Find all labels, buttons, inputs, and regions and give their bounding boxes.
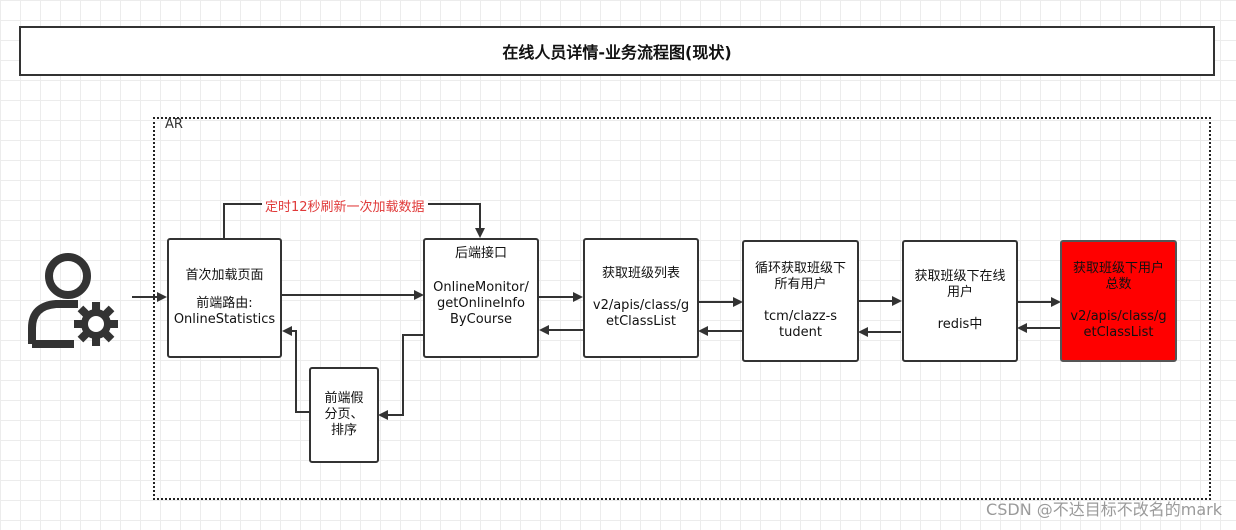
- ar-frame-label: AR: [165, 117, 183, 132]
- box-user-total-title: 获取班级下用户总数: [1072, 261, 1164, 292]
- box-class-list-title: 获取班级列表: [601, 266, 680, 281]
- ar-boundary-frame: [153, 117, 1211, 500]
- box-backend-api: 后端接口 OnlineMonitor/getOnlineInfoByCourse: [423, 238, 539, 358]
- box-user-total-path: v2/apis/class/getClassList: [1070, 309, 1167, 340]
- diagram-title: 在线人员详情-业务流程图(现状): [19, 26, 1215, 76]
- user-settings-icon: [28, 253, 118, 348]
- box-load-page-route: 前端路由: OnlineStatistics: [173, 296, 276, 327]
- csdn-watermark: CSDN @不达目标不改名的mark: [986, 500, 1222, 519]
- box-fake-paging: 前端假 分页、 排序: [309, 367, 379, 463]
- box-class-list: 获取班级列表 v2/apis/class/getClassList: [583, 238, 699, 358]
- box-loop-users-title: 循环获取班级下所有用户: [754, 261, 846, 292]
- box-loop-users-path: tcm/clazz-student: [763, 309, 838, 340]
- refresh-loop-label: 定时12秒刷新一次加载数据: [262, 196, 428, 215]
- box-backend-api-title: 后端接口: [454, 246, 507, 261]
- box-online-users-source: redis中: [937, 317, 983, 332]
- box-load-page-title: 首次加载页面: [185, 268, 264, 283]
- box-backend-api-path: OnlineMonitor/getOnlineInfoByCourse: [433, 280, 529, 327]
- box-loop-users: 循环获取班级下所有用户 tcm/clazz-student: [742, 240, 859, 362]
- box-online-users: 获取班级下在线用户 redis中: [902, 240, 1018, 362]
- box-user-total: 获取班级下用户总数 v2/apis/class/getClassList: [1060, 240, 1177, 362]
- box-fake-paging-label: 前端假 分页、 排序: [324, 391, 364, 438]
- box-class-list-path: v2/apis/class/getClassList: [592, 298, 690, 329]
- box-online-users-title: 获取班级下在线用户: [914, 269, 1006, 300]
- box-load-page: 首次加载页面 前端路由: OnlineStatistics: [167, 238, 282, 358]
